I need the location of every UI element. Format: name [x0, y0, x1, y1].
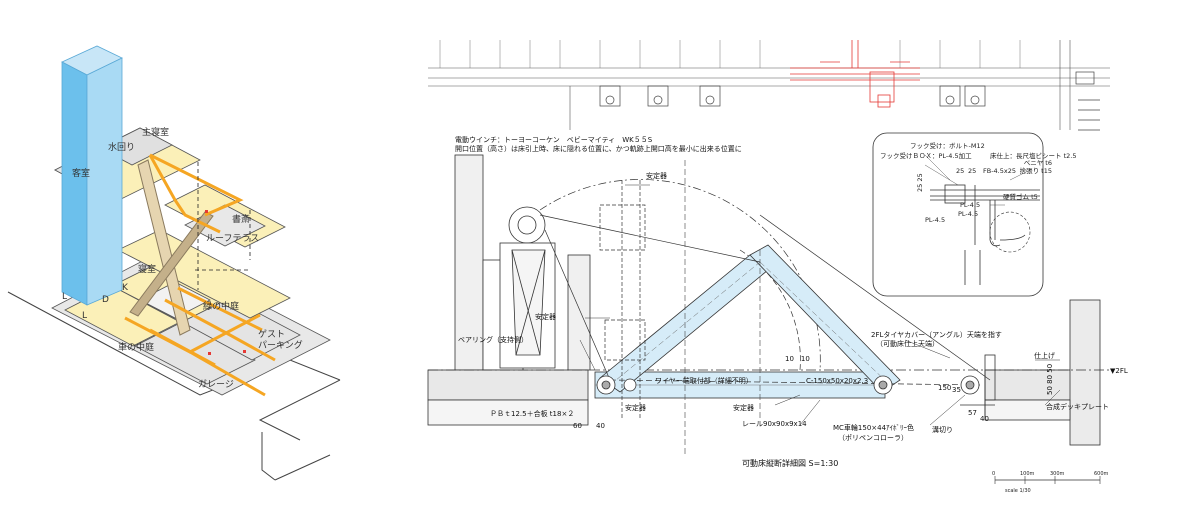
- room-label-k: K: [122, 283, 129, 293]
- room-label-garage: ガレージ: [198, 379, 234, 390]
- room-label-d: D: [102, 295, 109, 305]
- room-label-guest-room: 客室: [72, 167, 90, 179]
- room-label-green-court: 緑の中庭: [203, 300, 239, 312]
- top-plan-ticks: [439, 40, 1021, 68]
- stabilizer-boxes: [599, 180, 646, 420]
- detail-d25a: 25: [956, 167, 964, 175]
- gutter-label: 溝切り: [932, 425, 953, 434]
- wheel-left-2: [623, 378, 637, 392]
- scale-bar: 0 100m 300m 600m scale 1/30: [992, 471, 1109, 494]
- detail-floor-finish: 床仕上：長尺塩ビシート t2.5: [990, 151, 1076, 160]
- room-label-l: L: [82, 311, 87, 321]
- detail-pl3: PL-4.5: [925, 216, 945, 224]
- blue-tower: [61, 45, 123, 306]
- detail-d25b: 25: [968, 167, 976, 175]
- dim-150: 150: [938, 384, 951, 392]
- dim-50-80: 50 80 50: [1046, 364, 1054, 395]
- room-label-study: 書斎: [232, 213, 250, 225]
- dim-60: 60: [573, 422, 582, 430]
- right-end: [960, 354, 996, 420]
- wire-fix-label: ワイヤー端取付部（詳細不明）: [655, 376, 753, 385]
- movable-floor-braces: [129, 159, 214, 336]
- drawing-title: 可動床縦断詳細図 S=1:30: [742, 458, 838, 468]
- tire-cover-label-2: （可動床仕上天端）: [876, 339, 939, 348]
- rail-label: レール90x90x9x14: [742, 420, 807, 428]
- board-label: ＰＢｔ12.5＋合板 t18×２: [490, 409, 574, 418]
- dim-10-10: 10 10: [785, 355, 810, 363]
- finish-label: 仕上げ: [1034, 351, 1055, 360]
- room-label-roof-terrace: ルーフテラス: [206, 233, 259, 244]
- detail-pl2: PL-4.5: [958, 210, 978, 218]
- leader-lines: [579, 184, 1061, 426]
- detail-pl1: PL-4.5: [960, 201, 980, 209]
- hidden-lines: [195, 162, 251, 290]
- tire-cover-label-1: 2FLタイヤカバー（アングル）天端を指す: [871, 330, 1002, 339]
- room-label-bedroom: 寝室: [138, 263, 156, 275]
- winch-note-2: 開口位置（高さ）は床引上時、床に隠れる位置に、かつ軌跡上開口高を最小に出来る位置…: [455, 144, 742, 153]
- room-label-l2: L: [62, 292, 67, 302]
- vertical-guides: [684, 160, 761, 455]
- detail-fb: FB-4.5x25: [983, 167, 1016, 175]
- stabilizer-label-3: 安定器: [625, 403, 646, 412]
- dim-40: 40: [596, 422, 605, 430]
- composite-plate-label: 合成デッキプレート: [1046, 402, 1109, 411]
- detail-hook-2: フック受けＢＯＸ：PL-4.5加工: [880, 151, 972, 160]
- wheel-label-2: （ポリペンコローラ）: [838, 434, 908, 442]
- top-plan-fixtures: [599, 71, 1100, 131]
- scale-tick-1: 100m: [1020, 471, 1035, 477]
- stabilizer-label-2: 安定器: [535, 312, 556, 321]
- top-plan-strip: [428, 40, 1110, 130]
- detail-plywood: ベニヤ t6: [1024, 159, 1052, 167]
- room-label-car-court: 車の中庭: [118, 341, 154, 353]
- winch: [499, 206, 556, 369]
- dim-57: 57: [968, 409, 977, 417]
- wire-lines: [539, 214, 991, 386]
- scale-tick-2: 300m: [1050, 471, 1065, 477]
- detail-d2525: 25 25: [916, 173, 924, 192]
- movable-floor-raised: [599, 244, 901, 393]
- room-label-guest-parking-2: パーキング: [258, 339, 303, 351]
- detail-bubble: [872, 132, 1044, 297]
- winch-note-1: 電動ウインチ：トーヨーコーケン ベビーマイティ WK５５S: [455, 135, 653, 144]
- room-label-master-bedroom: 主寝室: [142, 126, 169, 138]
- dim-40b: 40: [980, 415, 989, 423]
- scale-tick-0: 0: [992, 471, 995, 477]
- floor-slab: [427, 299, 1101, 446]
- stabilizer-label-4: 安定器: [733, 403, 754, 412]
- scale-label: scale 1/30: [1005, 488, 1031, 494]
- room-label-guest-parking-1: ゲスト: [258, 328, 285, 340]
- detail-hook-1: フック受け：ボルト-M12: [910, 141, 985, 150]
- orange-circulation: [124, 153, 276, 397]
- section-view: 電動ウインチ：トーヨーコーケン ベビーマイティ WK５５S 開口位置（高さ）は床…: [427, 40, 1128, 494]
- top-plan-red-part: [790, 40, 920, 108]
- dim-35: 35: [952, 386, 961, 394]
- scale-tick-3: 600m: [1094, 471, 1109, 477]
- movable-floor-horizontal: [594, 371, 886, 399]
- bearing-label: ベアリング（支持側）: [458, 335, 528, 344]
- stabilizer-label-1: 安定器: [646, 171, 667, 180]
- wheel-label-1: MC車輪150×44ｱｲﾎﾞﾘｰ色: [833, 423, 914, 432]
- wheels: [596, 375, 980, 395]
- detail-rubber: 硬質ゴム t5: [1003, 192, 1038, 201]
- red-markers: [205, 210, 246, 355]
- isometric-view: 主寝室 水回り 客室 書斎 ルーフテラス 寝室 緑の中庭 ゲスト パーキング 車…: [7, 45, 341, 481]
- room-label-wet-area: 水回り: [108, 141, 135, 153]
- channel-label: C-150x50x20x2.3: [806, 377, 868, 385]
- detail-batten: 捨張り t15: [1020, 166, 1052, 175]
- 2fl-mark: ▼2FL: [1110, 367, 1128, 375]
